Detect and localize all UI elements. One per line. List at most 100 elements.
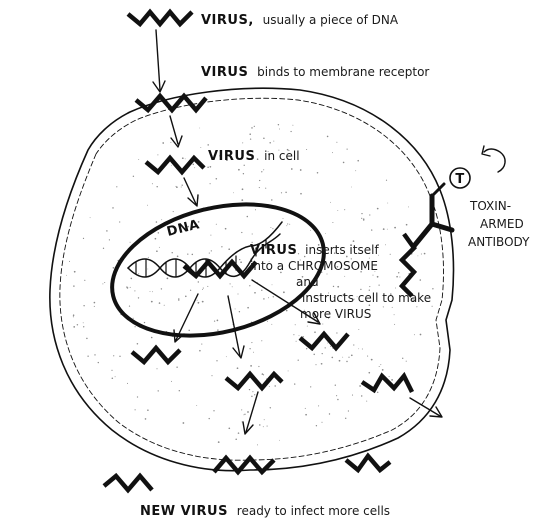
- stipple-dot: [330, 346, 331, 347]
- stipple-dot: [216, 178, 218, 180]
- stipple-dot: [94, 302, 96, 304]
- stipple-dot: [362, 348, 363, 349]
- stipple-dot: [259, 424, 260, 425]
- stipple-dot: [197, 300, 198, 301]
- stipple-dot: [408, 206, 409, 207]
- stipple-dot: [243, 414, 244, 415]
- stipple-dot: [239, 259, 240, 260]
- stipple-dot: [363, 220, 364, 221]
- stipple-dot: [286, 225, 287, 226]
- stipple-dot: [199, 128, 200, 129]
- stipple-dot: [322, 353, 323, 354]
- stipple-dot: [238, 432, 240, 434]
- stipple-dot: [167, 278, 169, 280]
- stipple-dot: [377, 276, 379, 278]
- stipple-dot: [182, 157, 184, 159]
- stipple-dot: [133, 176, 134, 177]
- stipple-dot: [348, 410, 349, 411]
- stipple-dot: [207, 167, 209, 169]
- arrow-into-cell: [170, 116, 182, 147]
- toxin-symbol: T: [455, 172, 464, 187]
- stipple-dot: [259, 187, 260, 188]
- stipple-dot: [207, 144, 209, 146]
- stipple-dot: [228, 427, 230, 429]
- chromosome-line: into a CHROMOSOME: [250, 259, 378, 273]
- stipple-dot: [313, 354, 314, 355]
- stipple-dot: [315, 364, 316, 365]
- stipple-dot: [432, 306, 433, 307]
- stipple-dot: [325, 347, 326, 348]
- stipple-dot: [177, 255, 179, 257]
- stipple-dot: [135, 326, 136, 327]
- stipple-dot: [283, 218, 284, 219]
- stipple-dot: [247, 411, 249, 413]
- svg-text:VIRUS binds to membrane re: VIRUS binds to membrane receptor: [201, 65, 429, 80]
- stipple-dot: [269, 386, 270, 387]
- stipple-dot: [162, 142, 164, 144]
- stipple-dot: [306, 348, 307, 349]
- stipple-dot: [385, 244, 386, 245]
- stipple-dot: [382, 369, 384, 371]
- stipple-dot: [249, 389, 250, 390]
- svg-text:NEW VIRUS ready to infect: NEW VIRUS ready to infect more cells: [140, 504, 390, 519]
- stipple-dot: [286, 310, 288, 312]
- stipple-dot: [164, 305, 165, 306]
- stipple-dot: [271, 199, 272, 200]
- stipple-dot: [83, 238, 84, 239]
- stipple-dot: [295, 324, 296, 325]
- stipple-dot: [357, 160, 359, 162]
- stipple-dot: [269, 142, 271, 144]
- stipple-dot: [421, 253, 422, 254]
- stipple-dot: [394, 314, 395, 315]
- stipple-dot: [420, 279, 422, 281]
- stipple-dot: [250, 365, 252, 367]
- stipple-dot: [339, 360, 341, 362]
- stipple-dot: [152, 291, 153, 292]
- stipple-dot: [73, 316, 74, 317]
- arrow-to-budding-virus: [243, 392, 258, 434]
- stipple-dot: [193, 164, 194, 165]
- stipple-dot: [307, 326, 308, 327]
- stipple-dot: [241, 232, 242, 233]
- stipple-dot: [330, 202, 331, 203]
- new-virus-icon: [226, 374, 282, 388]
- stipple-dot: [148, 257, 149, 258]
- stipple-dot: [255, 209, 256, 210]
- stipple-dot: [147, 409, 149, 411]
- stipple-dot: [300, 169, 302, 171]
- bottom-caps: NEW VIRUS: [140, 504, 228, 519]
- stipple-dot: [327, 343, 328, 344]
- stipple-dot: [270, 227, 271, 228]
- arrow-to-membrane: [153, 30, 165, 92]
- stipple-dot: [424, 253, 426, 255]
- stipple-dot: [98, 362, 99, 363]
- stipple-dot: [264, 419, 265, 420]
- stipple-dot: [190, 290, 191, 291]
- toxin-line2: ARMED: [480, 217, 524, 231]
- stipple-dot: [211, 375, 212, 376]
- more-virus-line: more VIRUS: [300, 307, 371, 321]
- svg-text:VIRUS, usually a piece of: VIRUS, usually a piece of DNA: [201, 13, 399, 28]
- stipple-dot: [305, 414, 307, 416]
- stipple-dot: [336, 395, 337, 396]
- stipple-dot: [322, 324, 323, 325]
- stipple-dot: [240, 261, 242, 263]
- stipple-dot: [300, 193, 302, 195]
- stipple-dot: [352, 395, 353, 396]
- stipple-dot: [371, 229, 372, 230]
- stipple-dot: [342, 357, 343, 358]
- stipple-dot: [318, 405, 319, 406]
- stipple-dot: [265, 188, 266, 189]
- stipple-dot: [344, 209, 345, 210]
- stipple-dot: [398, 272, 399, 273]
- stipple-dot: [211, 250, 212, 251]
- stipple-dot: [416, 306, 417, 307]
- stipple-dot: [94, 354, 95, 355]
- stipple-dot: [111, 370, 112, 371]
- new-virus-icon: [132, 348, 180, 362]
- arrow-to-nucleus: [184, 178, 198, 206]
- stipple-dot: [394, 324, 395, 325]
- stipple-dot: [263, 169, 264, 170]
- stipple-dot: [241, 409, 242, 410]
- stipple-dot: [394, 227, 396, 229]
